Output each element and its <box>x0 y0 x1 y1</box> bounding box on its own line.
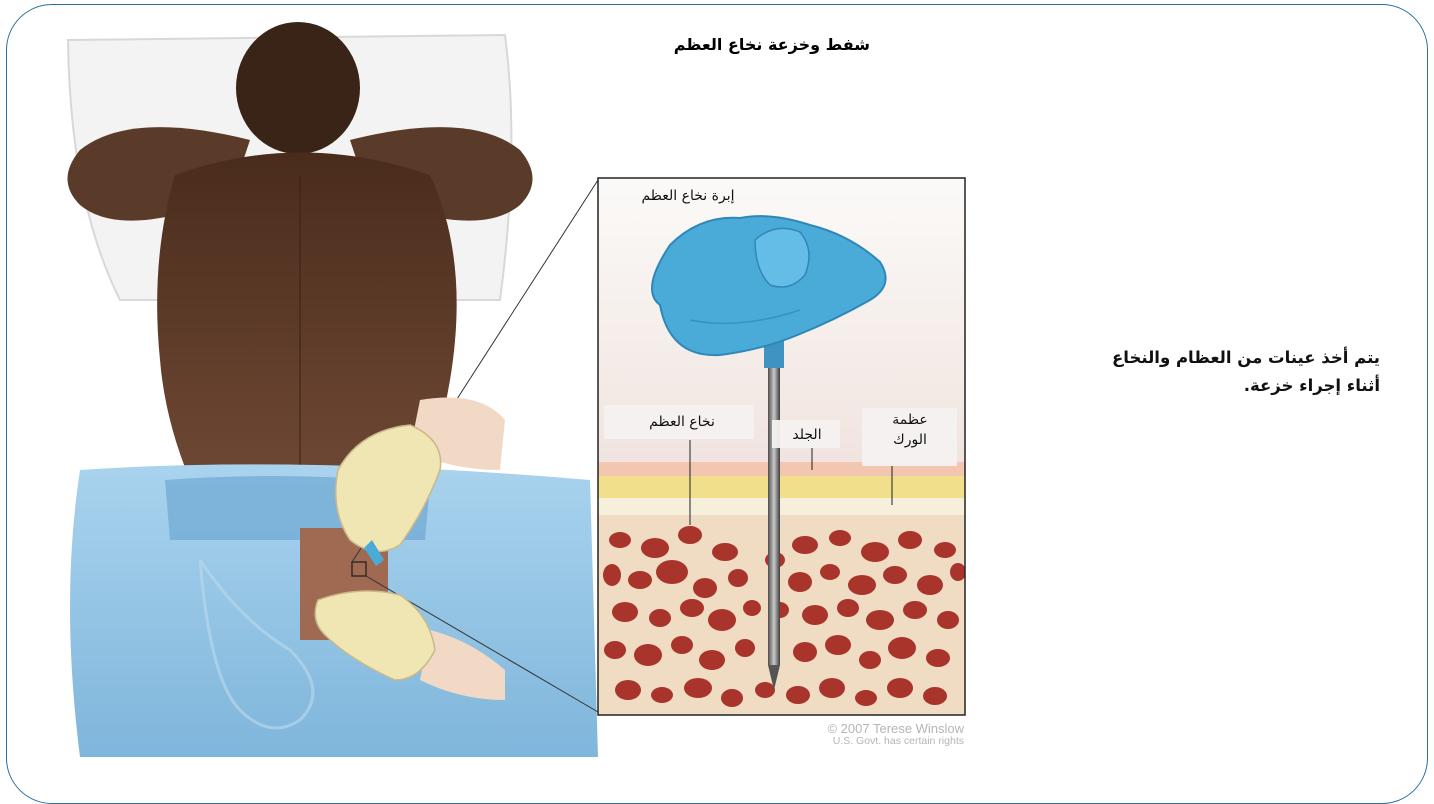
copyright-credit: © 2007 Terese Winslow U.S. Govt. has cer… <box>818 722 964 748</box>
hip-bone-label: عظمة الورك <box>864 410 956 450</box>
credit-line2: U.S. Govt. has certain rights <box>818 735 964 748</box>
fat-layer <box>598 476 965 498</box>
figure-caption: يتم أخذ عينات من العظام والنخاع أثناء إج… <box>1040 344 1380 400</box>
credit-line1: © 2007 Terese Winslow <box>818 722 964 735</box>
hip-bone-label-line1: عظمة <box>864 410 956 430</box>
needle-shaft <box>768 365 780 690</box>
patient-head <box>236 22 360 154</box>
skin-label: الجلد <box>774 425 840 445</box>
needle-label: إبرة نخاع العظم <box>608 186 768 206</box>
figure-title: شفط وخزعة نخاع العظم <box>520 28 1000 62</box>
marrow-label: نخاع العظم <box>612 412 752 432</box>
caption-line1: يتم أخذ عينات من العظام والنخاع <box>1040 344 1380 372</box>
caption-line2: أثناء إجراء خزعة. <box>1040 372 1380 400</box>
hip-bone-label-line2: الورك <box>864 430 956 450</box>
